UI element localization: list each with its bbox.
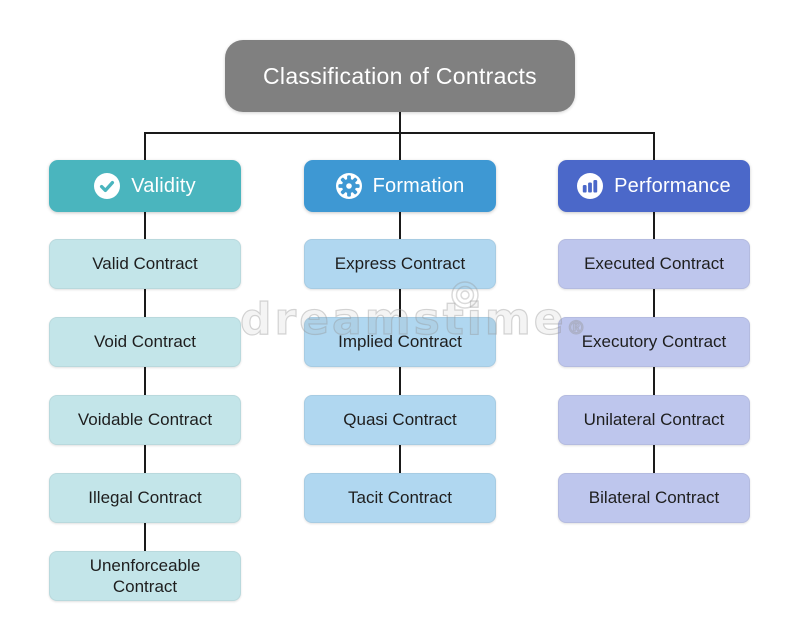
child-node-label: Valid Contract <box>92 254 198 274</box>
child-node-label: Executed Contract <box>584 254 724 274</box>
connector-line <box>653 367 655 395</box>
child-node: Unilateral Contract <box>558 395 750 445</box>
child-node-label: Tacit Contract <box>348 488 452 508</box>
child-node: Executory Contract <box>558 317 750 367</box>
gear-icon <box>335 173 362 199</box>
page-title: Classification of Contracts <box>263 62 537 89</box>
child-node-label: Express Contract <box>334 254 466 274</box>
child-node-label: Void Contract <box>93 332 197 352</box>
child-node-label: Implied Contract <box>338 332 462 352</box>
child-node: Valid Contract <box>49 239 241 289</box>
child-node-label: Unilateral Contract <box>583 410 725 430</box>
branch-label: Validity <box>131 174 196 197</box>
child-node-label: Quasi Contract <box>343 410 457 430</box>
child-node-label: Illegal Contract <box>88 488 202 508</box>
child-node-label: Unenforceable Contract <box>89 555 201 596</box>
child-node-label: Bilateral Contract <box>588 488 720 508</box>
child-node: Tacit Contract <box>304 473 496 523</box>
child-node: Implied Contract <box>304 317 496 367</box>
connector-line <box>399 367 401 395</box>
child-node: Voidable Contract <box>49 395 241 445</box>
connector-line <box>144 445 146 473</box>
connector-line <box>144 367 146 395</box>
branch-label: Formation <box>372 174 465 197</box>
branch-header-validity: Validity <box>49 160 241 212</box>
root-node: Classification of Contracts <box>225 40 575 112</box>
branch-label: Performance <box>614 174 731 197</box>
child-node: Express Contract <box>304 239 496 289</box>
check-icon <box>94 173 121 199</box>
connector-line <box>399 445 401 473</box>
branch-header-formation: Formation <box>304 160 496 212</box>
bar-chart-icon <box>577 173 604 199</box>
connector-line <box>144 289 146 317</box>
connector-line <box>399 289 401 317</box>
child-node: Void Contract <box>49 317 241 367</box>
child-node: Quasi Contract <box>304 395 496 445</box>
child-node: Executed Contract <box>558 239 750 289</box>
child-node-label: Executory Contract <box>581 332 727 352</box>
connector-line <box>144 212 146 239</box>
connector-line <box>144 132 146 161</box>
connector-line <box>399 212 401 239</box>
connector-line <box>653 445 655 473</box>
connector-line <box>653 289 655 317</box>
connector-line <box>399 112 401 134</box>
connector-line <box>653 132 655 161</box>
connector-line <box>399 132 401 161</box>
child-node: Illegal Contract <box>49 473 241 523</box>
branch-header-performance: Performance <box>558 160 750 212</box>
child-node-label: Voidable Contract <box>77 410 213 430</box>
connector-line <box>653 212 655 239</box>
child-node: Bilateral Contract <box>558 473 750 523</box>
connector-line <box>144 523 146 551</box>
child-node: Unenforceable Contract <box>49 551 241 601</box>
